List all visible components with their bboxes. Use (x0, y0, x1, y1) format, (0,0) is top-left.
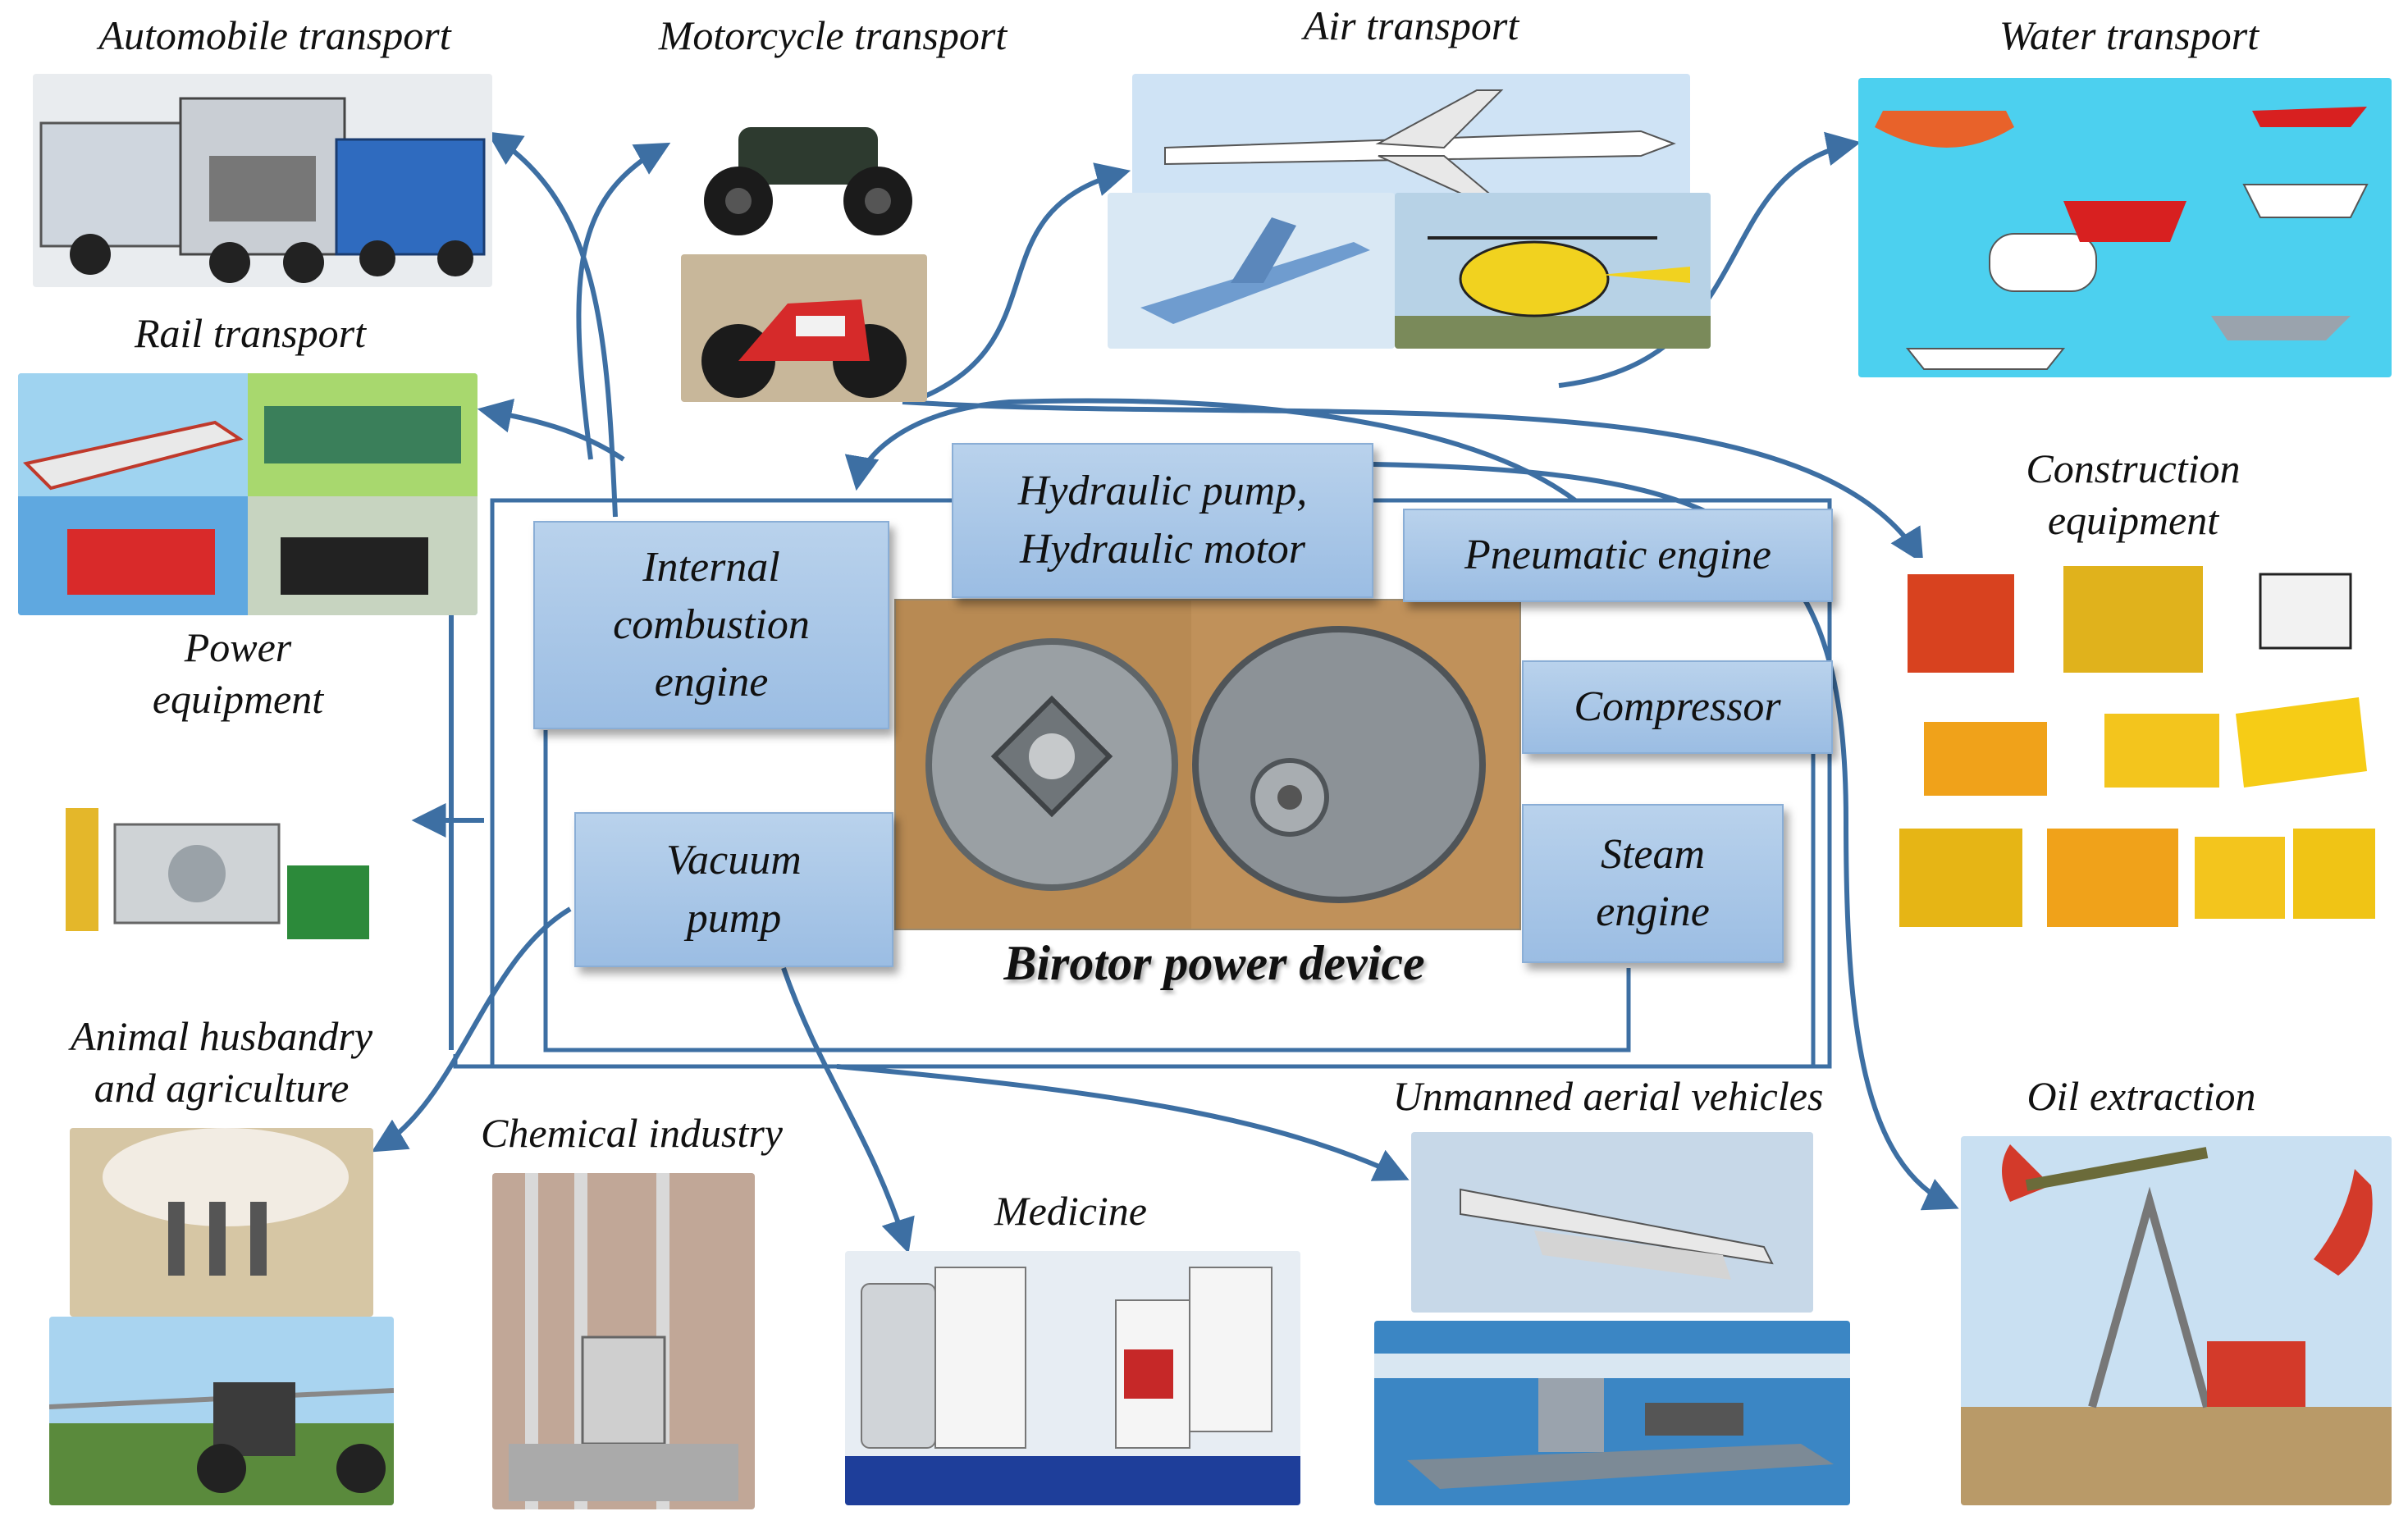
photo-medicine (845, 1251, 1300, 1505)
photo-water-transport (1858, 78, 2392, 377)
photo-construction-equipment (1891, 558, 2387, 952)
photo-unmanned-boat (1374, 1321, 1850, 1505)
photo-milking (70, 1128, 373, 1317)
label-oil-extraction: Oil extraction (2026, 1073, 2256, 1119)
engine-box-pneumatic: Pneumatic engine (1403, 509, 1833, 602)
arrow-to-rail (477, 398, 625, 462)
arrow-to-construction (902, 400, 1924, 564)
label-medicine: Medicine (994, 1188, 1147, 1234)
photo-motorcycle (681, 254, 927, 402)
label-motorcycle-transport: Motorcycle transport (658, 12, 1008, 58)
photo-rail-transport (18, 373, 477, 615)
photo-fighter-jet (1108, 193, 1395, 349)
arrow-to-water (1558, 131, 1862, 388)
label-construction-equipment: Construction equipment (2026, 445, 2241, 543)
label-animal-husbandry: Animal husbandry and agriculture (70, 1013, 373, 1111)
photo-birotor-device (894, 599, 1521, 930)
label-rail-transport: Rail transport (135, 310, 366, 356)
engine-box-compressor: Compressor (1522, 660, 1833, 754)
frame-loop (490, 498, 1832, 1069)
engine-box-steam: Steam engine (1522, 804, 1784, 963)
birotor-title: Birotor power device (1003, 936, 1425, 990)
engine-box-vacuum-pump: Vacuum pump (574, 812, 893, 967)
label-power-equipment: Power equipment (152, 624, 324, 722)
line-steam-loop (543, 730, 1631, 1052)
arrow-to-oil (1320, 461, 1959, 1211)
label-air-transport: Air transport (1303, 2, 1519, 48)
photo-cargo-plane (1132, 74, 1690, 201)
engine-box-internal-combustion: Internal combustion engine (533, 521, 889, 729)
photo-atv (681, 78, 927, 242)
label-automobile-transport: Automobile transport (98, 12, 451, 58)
label-unmanned-aerial-vehicles: Unmanned aerial vehicles (1392, 1073, 1824, 1119)
label-water-transport: Water transport (1999, 12, 2259, 58)
photo-irrigation (49, 1317, 394, 1505)
arrow-to-medicine (781, 967, 915, 1253)
photo-drone (1411, 1132, 1813, 1313)
label-chemical-industry: Chemical industry (480, 1110, 784, 1156)
photo-helicopter (1395, 193, 1711, 349)
engine-box-hydraulic: Hydraulic pump, Hydraulic motor (952, 443, 1373, 598)
arrow-to-air (909, 162, 1131, 404)
arrow-hydraulic-to-ice (844, 398, 1577, 503)
arrow-to-automobile (486, 131, 618, 518)
photo-oil-extraction (1961, 1136, 2392, 1505)
arrow-to-motorcycle (576, 142, 671, 460)
photo-automobile-transport (33, 74, 492, 287)
photo-power-equipment (49, 759, 410, 972)
arrow-to-uav (836, 1064, 1410, 1181)
photo-chemical-industry (492, 1173, 755, 1509)
arrow-to-animal (371, 906, 572, 1153)
